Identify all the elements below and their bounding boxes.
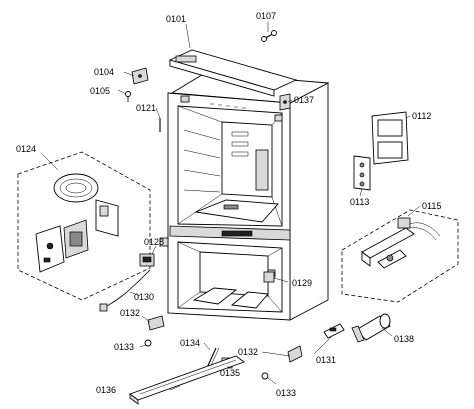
label-0130: 0130 [134,292,154,302]
screw-part-0105 [125,91,131,102]
label-0112: 0112 [412,111,431,121]
screw-part-0133-right [261,372,269,380]
ice-maker-assembly-icon [35,173,119,273]
kick-plate-part-0136 [129,355,245,405]
bracket-part-0104 [131,67,149,85]
label-0132-left: 0132 [120,308,140,318]
label-0137: 0137 [294,95,314,105]
wire-harness-part-0130 [99,269,151,312]
screw-part-0133-left [144,339,152,347]
water-filter-housing-icon [361,217,441,269]
sensor-part-0128 [139,253,155,267]
bracket-part-0113 [353,155,371,191]
label-0115: 0115 [422,201,441,211]
damper-part-0129 [263,271,275,283]
label-0104: 0104 [94,67,114,77]
label-0136: 0136 [96,385,116,395]
label-0107: 0107 [256,11,276,21]
cover-panel-part-0112 [371,111,409,165]
rail-part-0131 [323,323,345,339]
label-0135: 0135 [220,368,240,378]
leader-lines [41,22,421,391]
clip-part-0132-right [287,345,303,363]
label-0101: 0101 [166,14,186,24]
label-0124: 0124 [16,144,36,154]
hinge-part-0137 [279,93,291,111]
label-0113: 0113 [350,197,369,207]
top-cover-part [168,49,298,97]
label-0133-left: 0133 [114,342,134,352]
refrigerator-cabinet-icon [159,72,330,321]
label-0131: 0131 [316,355,336,365]
label-0138: 0138 [394,334,414,344]
label-0121: 0121 [136,103,156,113]
label-0128: 0128 [144,237,164,247]
label-0132-right: 0132 [238,347,258,357]
hinge-pin-part [261,30,277,42]
label-0133-right: 0133 [276,388,296,398]
label-0105: 0105 [90,86,110,96]
label-0134: 0134 [180,338,200,348]
filter-cartridge-part-0138 [351,313,391,343]
clip-part-0132-left [147,315,165,331]
label-0129: 0129 [292,278,312,288]
